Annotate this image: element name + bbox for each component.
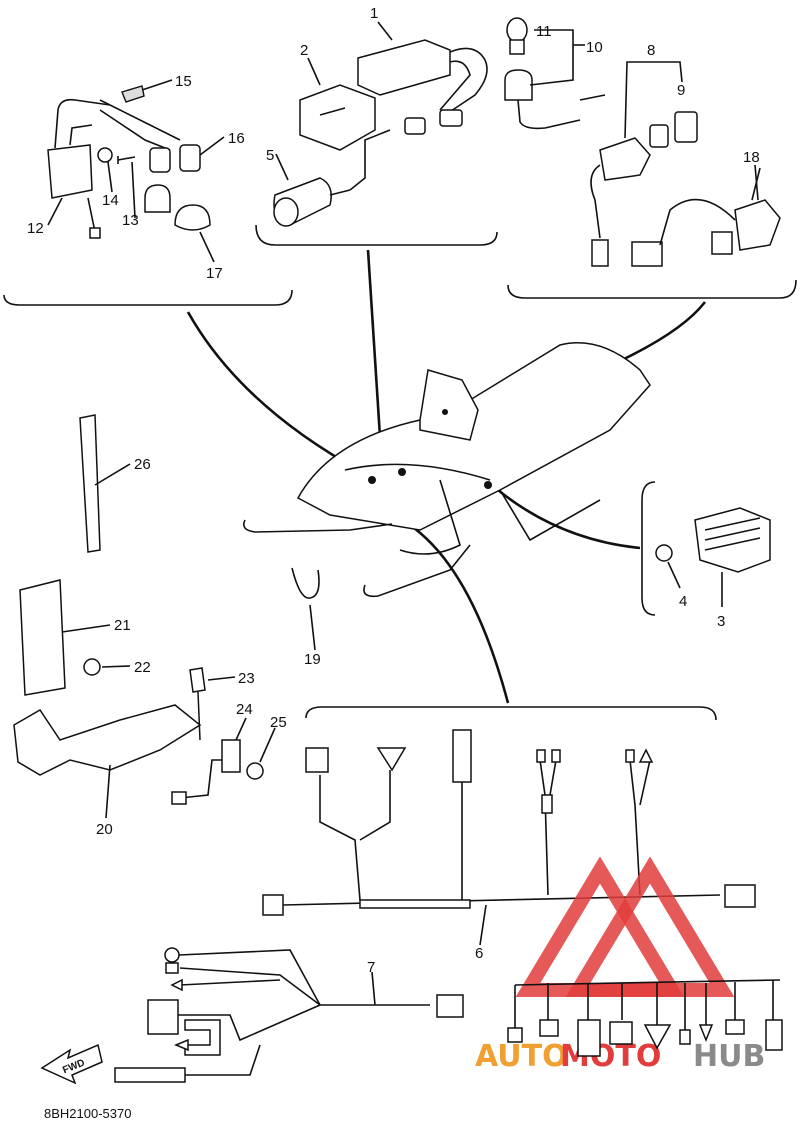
- pointer-regulator: [497, 488, 641, 550]
- nut-4-part: [655, 544, 673, 562]
- callout-11: 11: [536, 23, 552, 40]
- callout-8: 8: [647, 42, 655, 59]
- sub-harness-part: [114, 947, 464, 1083]
- pointer-ignition: [186, 311, 363, 474]
- callout-16: 16: [228, 130, 245, 147]
- voltage-regulator-part: [694, 507, 771, 573]
- callout-14: 14: [102, 192, 119, 209]
- callout-5: 5: [266, 147, 274, 164]
- callout-3: 3: [717, 613, 725, 630]
- callout-22: 22: [134, 659, 151, 676]
- callout-12: 12: [27, 220, 44, 237]
- connector-24-part: [171, 739, 241, 805]
- capacitor-part: [273, 129, 391, 227]
- bracket-harness-group: [305, 706, 717, 721]
- grommet-17-part: [174, 204, 211, 231]
- snowmobile-outline: [242, 342, 651, 598]
- callout-2: 2: [300, 42, 308, 59]
- bulb-socket-part: [504, 69, 606, 130]
- harness-connectors-row: [507, 979, 783, 1057]
- callout-23: 23: [238, 670, 255, 687]
- figure-code: 8BH2100-5370: [44, 1106, 131, 1121]
- bracket-regulator-group: [641, 481, 656, 616]
- callout-1: 1: [370, 5, 378, 22]
- callout-18: 18: [743, 149, 760, 166]
- bracket-cdi-group: [255, 224, 498, 246]
- callout-9: 9: [677, 82, 685, 99]
- bracket-ignition-group: [3, 289, 293, 306]
- pilot-bulb-part: [506, 17, 528, 55]
- wire-clip-part: [291, 567, 320, 599]
- grommet-13-part: [144, 184, 171, 213]
- cdi-cover-part: [299, 84, 376, 151]
- watermark-logo: AUTO MOTO HUB: [475, 856, 765, 1074]
- callout-6: 6: [475, 945, 483, 962]
- engine-stop-switch-part: [659, 167, 781, 255]
- callout-20: 20: [96, 821, 113, 838]
- watermark-text-auto: AUTO: [475, 1039, 568, 1074]
- screw-part: [117, 156, 136, 164]
- callout-25: 25: [270, 714, 287, 731]
- callout-19: 19: [304, 651, 321, 668]
- watermark-text-hub: HUB: [693, 1039, 765, 1074]
- fwd-arrow-icon: FWD: [40, 1043, 103, 1085]
- callout-21: 21: [114, 617, 131, 634]
- callout-24: 24: [236, 701, 253, 718]
- cdi-unit-part: [357, 39, 488, 135]
- spark-plug-cap-part: [99, 99, 201, 173]
- switch-cap-part: [674, 111, 698, 143]
- callout-13: 13: [122, 212, 139, 229]
- callout-17: 17: [206, 265, 223, 282]
- cable-tie-part: [79, 414, 101, 553]
- main-switch-part: [590, 124, 669, 267]
- cover-plate-part: [19, 579, 66, 696]
- bracket-part: [13, 704, 202, 776]
- nut-22-part: [83, 658, 101, 676]
- wire-harness-part: [262, 729, 756, 916]
- bolt-23-part: [189, 667, 206, 741]
- nut-25-part: [246, 762, 264, 780]
- callout-4: 4: [679, 593, 687, 610]
- watermark-text-moto: MOTO: [560, 1039, 661, 1074]
- callout-leaders: [47, 21, 759, 1006]
- bracket-switch-group: [507, 279, 797, 299]
- callout-10: 10: [586, 39, 603, 56]
- callout-26: 26: [134, 456, 151, 473]
- clamp-part: [121, 85, 145, 103]
- callout-7: 7: [367, 959, 375, 976]
- washer-part: [97, 147, 113, 163]
- pointer-harness: [401, 518, 510, 704]
- callout-15: 15: [175, 73, 192, 90]
- ignition-coil-part: [47, 98, 111, 239]
